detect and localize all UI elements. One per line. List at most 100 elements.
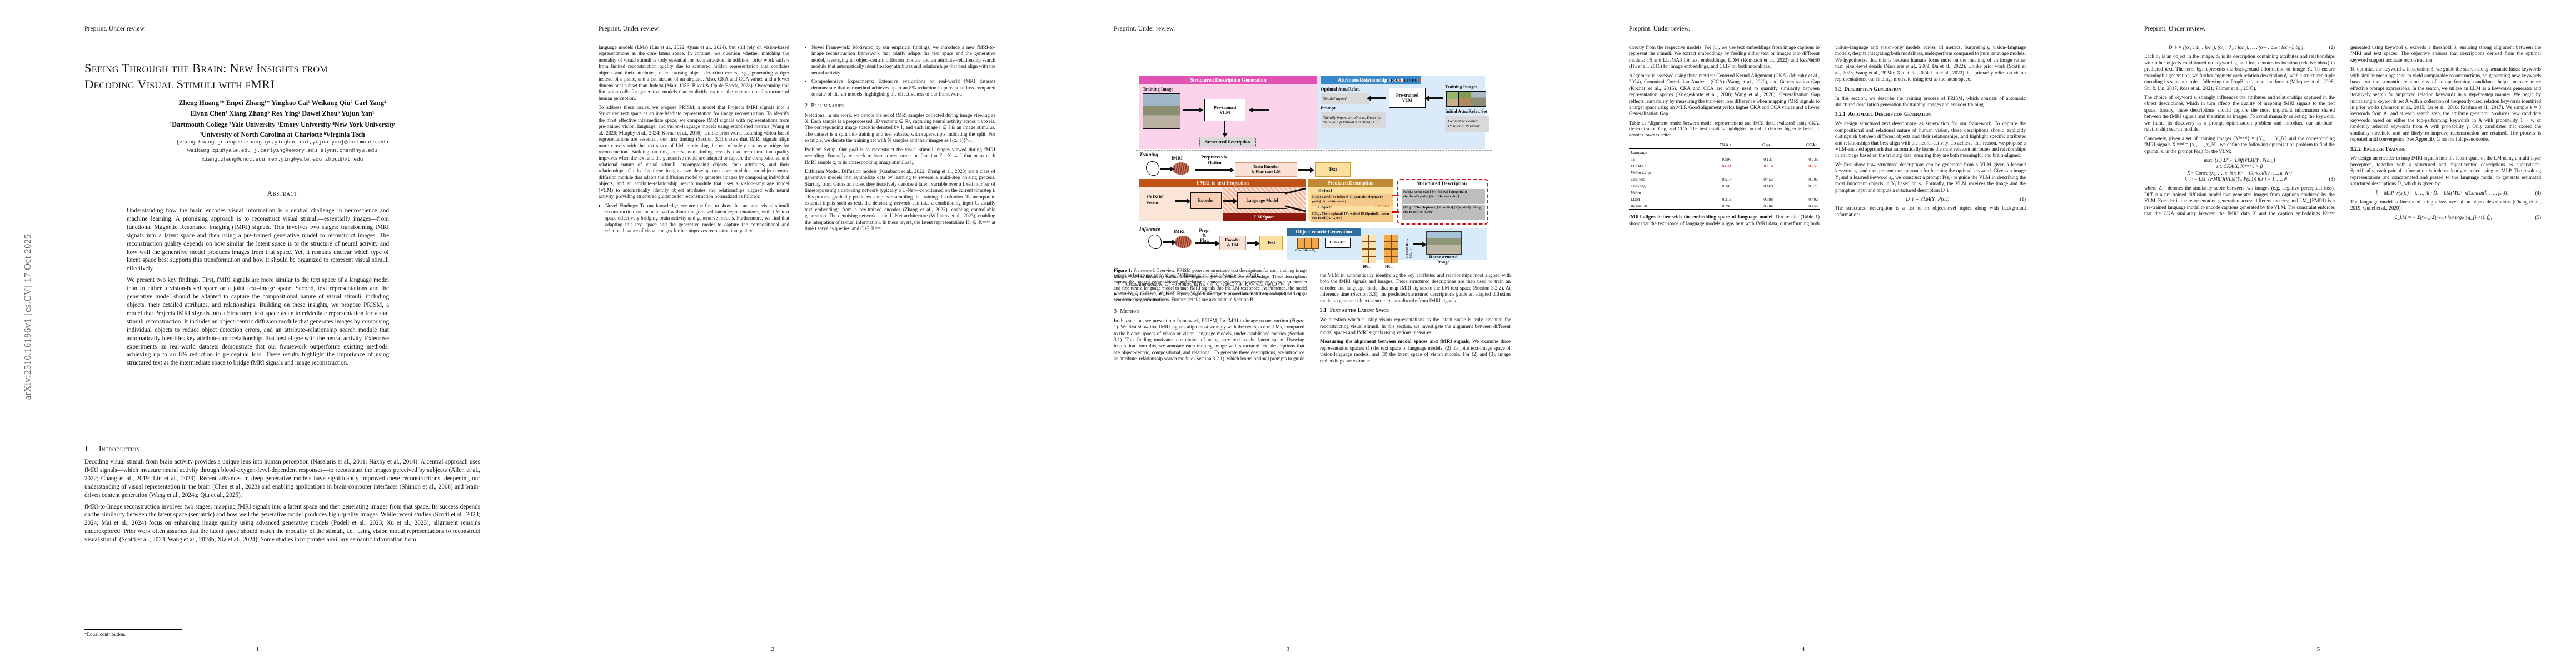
author-row-1: Zheng Huang¹* Enpei Zhang¹* Yinghao Cai¹… <box>178 99 386 107</box>
label-preprocess-flatten: Preprocess & Flatten <box>1201 155 1228 165</box>
th-blank <box>1629 141 1687 148</box>
page-5: Preprint. Under review. D_iᵢ = [(oᵢ₁ : d… <box>2061 0 2576 667</box>
method-intro: In this section, we present our framewor… <box>1114 272 1511 362</box>
equation-5-number: (5) <box>2535 214 2542 220</box>
p5-paragraph: The language model is fine-tuned using a… <box>2350 199 2541 211</box>
panel-ocg-header: Object-centric Generation <box>1287 228 1361 236</box>
affiliation-list: ¹Dartmouth College ²Yale University ³Emo… <box>84 120 480 140</box>
latent-grid-h2 <box>1384 235 1398 263</box>
label-object2: Object2 <box>1318 205 1333 210</box>
equation-2-number: (2) <box>2329 44 2335 50</box>
lm-space-tag: LM Space <box>1223 213 1306 221</box>
author-list: Zheng Huang¹* Enpei Zhang¹* Yinghao Cai¹… <box>84 98 480 119</box>
section-3-1-number: 3.1 <box>1320 308 1327 314</box>
section-3-2-1-paragraph: We first show how structured description… <box>1835 161 2026 193</box>
list-item: Comprehensive Experiments: Extensive eva… <box>811 78 995 97</box>
p4-paragraph: directly from the respective models. For… <box>1629 44 1820 69</box>
arrow-vlm2-to-attr <box>1367 95 1386 101</box>
running-head: Preprint. Under review. <box>2144 26 2540 34</box>
text-box-inference: Text <box>1259 236 1283 250</box>
metric-labels: CKA▲ LPIPS▼ <box>1387 78 1422 83</box>
p5-paragraph: To optimize the keyword sₑ in equation 3… <box>2350 66 2541 142</box>
section-3-2-heading: 3.2 Description Generation <box>1835 87 2026 93</box>
p5-paragraph: Concretely, given a set of training imag… <box>2144 135 2335 154</box>
text-box-training: Text <box>1315 162 1351 177</box>
label-1d-fmri-vector: 1D fMRI Vector <box>1146 195 1164 205</box>
label-concat: Concat(H¹ₜ₋₁, H²ₜ₋₁) <box>1405 237 1413 258</box>
cell-model: Clip-text <box>1631 177 1646 182</box>
group-language: Language <box>1631 150 1647 155</box>
optimal-attr-value: 'Spatial layout' <box>1321 93 1369 104</box>
page-number: 1 <box>256 646 260 653</box>
panel-ars-header: Attribute/Relationship Search <box>1321 76 1421 84</box>
section-3-2-1-title: Automatic Description Generation <box>1848 112 1932 118</box>
p5-paragraph: where Zᵢ : denotes the similarity score … <box>2144 44 2541 217</box>
page-number: 2 <box>771 646 775 653</box>
label-training-image: Training Image <box>1143 87 1173 92</box>
label-fmri-inference: fMRI <box>1174 229 1185 234</box>
email-block: {zheng.huang.gr,enpei.zhang.gr,yinghao.c… <box>84 138 480 163</box>
list-item: Novel Framework: Motivated by our empiri… <box>811 44 995 76</box>
language-model-box: Language Model <box>1237 192 1287 209</box>
cell-cka: 0.624 <box>1722 163 1732 168</box>
table-group-row: Vision-Lang. <box>1629 169 1820 176</box>
p2-prelim-paragraph: Notations. In our work, we denote the se… <box>805 112 995 143</box>
arrow-head-to-brain-inf <box>1163 239 1177 245</box>
running-head: Preprint. Under review. <box>84 26 480 34</box>
panel-structured-description-header: Structured Description <box>1416 181 1467 186</box>
arrow-brain-to-enclm <box>1195 240 1220 246</box>
th-cca: CCA ↑ <box>1806 142 1818 147</box>
cell-model: T5 <box>1631 157 1636 162</box>
page-number: 4 <box>1801 646 1805 653</box>
equation-4: f̂ᵢ = MLP_x(xᵢ), ĵ = î, …, m̂ ; D̂ᵢ = LM… <box>2350 190 2541 196</box>
cell-cca: 0.492 <box>1808 197 1818 202</box>
table-1-block: Table 1: Alignment results between model… <box>1629 121 1820 210</box>
p2-prelim-paragraph: Diffusion Model. Diffusion models (Komba… <box>805 168 995 231</box>
title-line-2: Decoding Visual Stimuli with fMRI <box>84 77 275 92</box>
table-row: ResNet50 0.298 0.704 0.455 <box>1629 203 1820 210</box>
equation-3-number: (3) <box>2329 176 2335 182</box>
figure-1-caption-text: Framework Overview. PRISM generates stru… <box>1114 268 1307 302</box>
label-prompt: Prompt <box>1321 106 1336 111</box>
label-training: Training <box>1139 152 1159 158</box>
equation-3-constraint: s.t. CKA(X, K⁽ᵗʳᵃⁱⁿ⁾) > β <box>2216 163 2263 170</box>
lpips-label: LPIPS <box>1403 78 1418 83</box>
equation-1: D_iᵢ = VLM(Yᵢ, P(sₑ)) (1) <box>1835 196 2026 202</box>
abstract-body: Understanding how the brain encodes visu… <box>127 207 389 371</box>
arrow-encoder-to-lm <box>1223 198 1238 204</box>
equation-2: D_iᵢ = [(oᵢ₁ : dᵢ₁ : locᵢ₁), (oᵢ₂ : dᵢ₂ … <box>2144 44 2335 51</box>
initial-set-v1: 'Geometric Feature' <box>1447 119 1479 124</box>
cell-gap: 0.118 <box>1763 163 1773 168</box>
reconstructed-image-thumb <box>1426 231 1462 255</box>
page-5-columns: D_iᵢ = [(oᵢ₁ : dᵢ₁ : locᵢ₁), (oᵢ₂ : dᵢ₂ … <box>2144 44 2541 628</box>
p3-paragraph: where W_Q ∈ ℝᵈˣᵈᵏ, W_K ∈ ℝᵈᶜˣᵈᵏ, W_V ∈ ℝ… <box>1114 290 1304 303</box>
p4-paragraph: Alignment is assessed using three metric… <box>1629 72 1820 117</box>
cell-gap: 0.131 <box>1763 157 1773 162</box>
arrow-head-to-brain <box>1160 166 1174 172</box>
training-images-stack <box>1446 91 1486 107</box>
method-heading: 3 Method <box>1114 308 1304 315</box>
group-vision-language: Vision-Lang. <box>1631 170 1652 175</box>
arrow-image-to-vlm <box>1183 107 1203 113</box>
cell-cca: 0.571 <box>1808 183 1818 188</box>
affiliation-row-2: ⁵University of North Carolina at Charlot… <box>200 131 365 139</box>
list-item: Novel Findings: To our knowledge, we are… <box>605 203 789 235</box>
arrow-brain-to-encoder <box>1195 167 1234 173</box>
section-3-1-title: Text as the Latent Space <box>1329 308 1389 314</box>
panel-sdg-header: Structured Description Generation <box>1139 76 1317 84</box>
label-training-images: Training Images <box>1445 84 1478 89</box>
cell-model: LDM <box>1631 197 1640 202</box>
p4-runin-paragraph: fMRI aligns better with the embedding sp… <box>1629 44 2026 227</box>
equation-5: ℒ_LM = − Σ(ᵐⱼ₌₁) Σ(ᵀₜ₌₁) log p(gⱼₜ | g_{… <box>2350 215 2541 221</box>
p2-paragraph: language models (LMs) (Lin et al., 2022;… <box>599 44 789 101</box>
introduction-number: 1 <box>84 445 89 453</box>
equation-3-obj2: k_iᵗʳ = LM_{FMRI}(VLM(Yᵢ, P(sₑ))) for i … <box>2184 176 2289 182</box>
equation-5-text: ℒ_LM = − Σ(ᵐⱼ₌₁) Σ(ᵀₜ₌₁) log p(gⱼₜ | g_{… <box>2393 214 2492 220</box>
table-group-row: Language <box>1629 148 1820 156</box>
section-3-1-paragraph: We question whether using vision represe… <box>1320 317 1511 335</box>
initial-set-v2: 'Positional Relation' <box>1447 123 1480 128</box>
head-icon-inference <box>1148 235 1162 249</box>
arrow-concat-to-image <box>1413 241 1427 247</box>
